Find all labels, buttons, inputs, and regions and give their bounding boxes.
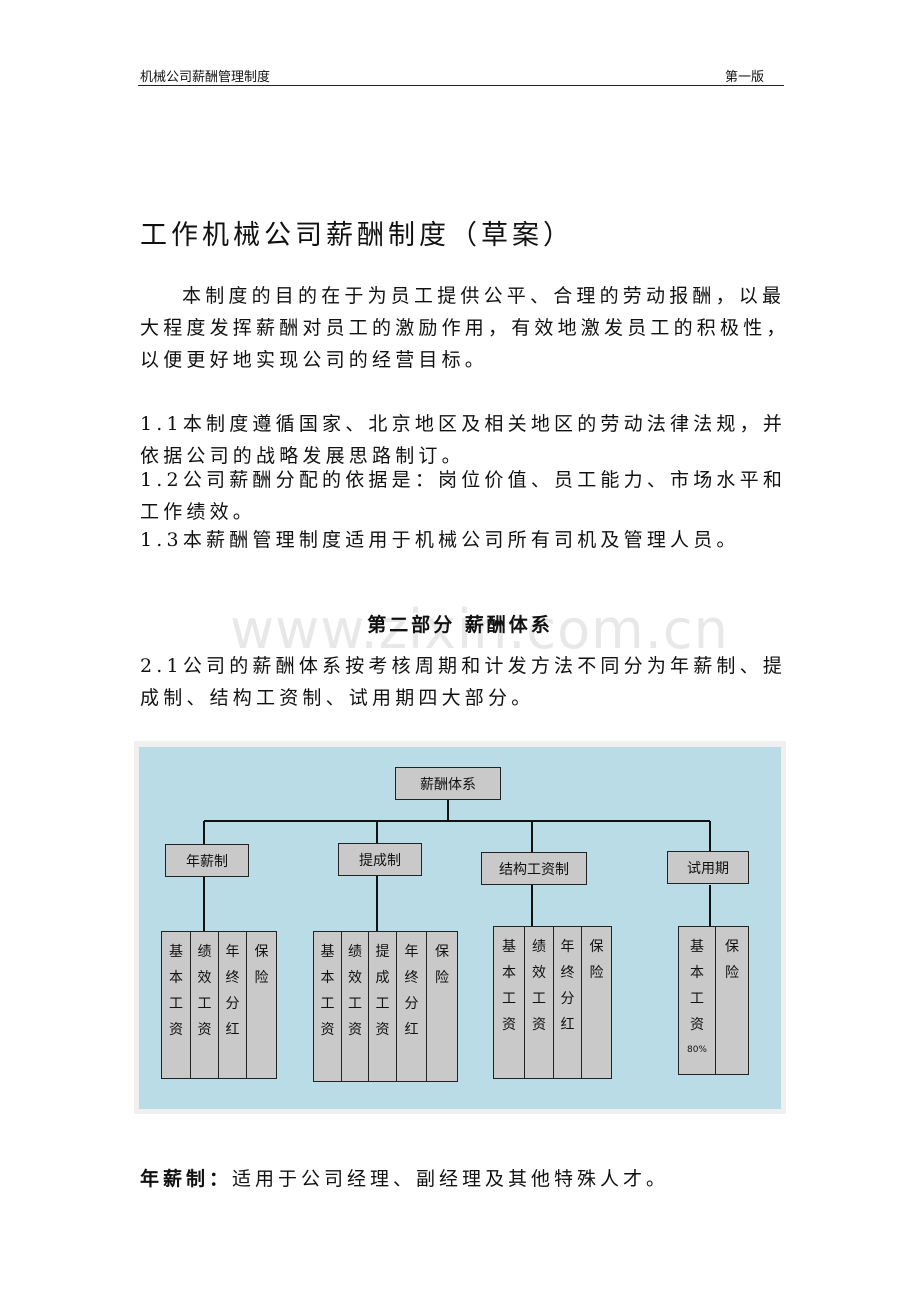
document-title: 工作机械公司薪酬制度（草案） [140, 220, 574, 251]
salary-structure-diagram: 薪酬体系 年薪制 提成制 结构工资制 试用期 基本工资 绩效工资 年终分红 保险… [134, 741, 786, 1114]
header-divider [138, 85, 784, 86]
item-label: 绩效工资 [197, 944, 212, 1038]
item-year-end-bonus: 年终分红 [553, 926, 582, 1079]
item-performance-wage: 绩效工资 [190, 931, 219, 1079]
intro-paragraph: 本制度的目的在于为员工提供公平、合理的劳动报酬，以最大程度发挥薪酬对员工的激励作… [140, 285, 790, 371]
item-basic-wage: 基本工资 80% [678, 926, 716, 1075]
item-insurance: 保险 [426, 931, 458, 1082]
item-label: 年终分红 [560, 939, 575, 1033]
item-basic-wage: 基本工资 [161, 931, 191, 1079]
clause-1-1: 1.1本制度遵循国家、北京地区及相关地区的劳动法律法规，并依据公司的战略发展思路… [140, 413, 787, 467]
clause-1-2: 1.2公司薪酬分配的依据是：岗位价值、员工能力、市场水平和工作绩效。 [140, 469, 787, 523]
percentage-note: 80% [686, 1045, 707, 1055]
item-performance-wage: 绩效工资 [524, 926, 554, 1079]
item-label: 基本工资 [690, 939, 704, 1033]
item-label: 保险 [435, 944, 449, 986]
term-label: 年薪制： [140, 1168, 233, 1190]
item-label: 保险 [254, 944, 269, 986]
header-title: 机械公司薪酬管理制度 [140, 70, 271, 85]
item-label: 基本工资 [169, 944, 183, 1038]
item-label: 保险 [589, 939, 604, 981]
item-label: 年终分红 [225, 944, 240, 1038]
branch-annual-salary: 年薪制 [165, 844, 249, 877]
item-label: 绩效工资 [348, 944, 362, 1038]
item-performance-wage: 绩效工资 [341, 931, 369, 1082]
watermark: www.zixin.com.cn [230, 598, 729, 661]
item-label: 基本工资 [320, 944, 335, 1038]
item-label: 基本工资 [502, 939, 516, 1033]
root-node: 薪酬体系 [395, 767, 501, 800]
clause-1-3: 1.3本薪酬管理制度适用于机械公司所有司机及管理人员。 [140, 529, 740, 551]
item-insurance: 保险 [246, 931, 277, 1079]
connector-lines [203, 800, 711, 932]
item-label: 绩效工资 [532, 939, 546, 1033]
item-basic-wage: 基本工资 [313, 931, 342, 1082]
term-description: 适用于公司经理、副经理及其他特殊人才。 [232, 1168, 670, 1190]
item-commission-wage: 提成工资 [368, 931, 397, 1082]
item-insurance: 保险 [581, 926, 612, 1079]
item-basic-wage: 基本工资 [493, 926, 525, 1079]
item-year-end-bonus: 年终分红 [218, 931, 247, 1079]
branch-structured-wage: 结构工资制 [481, 852, 587, 885]
item-label: 提成工资 [375, 944, 390, 1038]
diagram-canvas [134, 741, 786, 1114]
item-label: 年终分红 [404, 944, 419, 1038]
section-2-title: 第二部分 薪酬体系 [367, 614, 553, 636]
branch-commission: 提成制 [338, 843, 422, 876]
clause-2-1: 2.1公司的薪酬体系按考核周期和计发方法不同分为年薪制、提成制、结构工资制、试用… [140, 655, 787, 709]
item-year-end-bonus: 年终分红 [396, 931, 427, 1082]
item-insurance: 保险 [715, 926, 749, 1075]
header-version: 第一版 [725, 70, 765, 85]
item-label: 保险 [725, 939, 739, 981]
branch-probation: 试用期 [667, 851, 749, 884]
annual-salary-definition: 年薪制：适用于公司经理、副经理及其他特殊人才。 [140, 1164, 669, 1191]
